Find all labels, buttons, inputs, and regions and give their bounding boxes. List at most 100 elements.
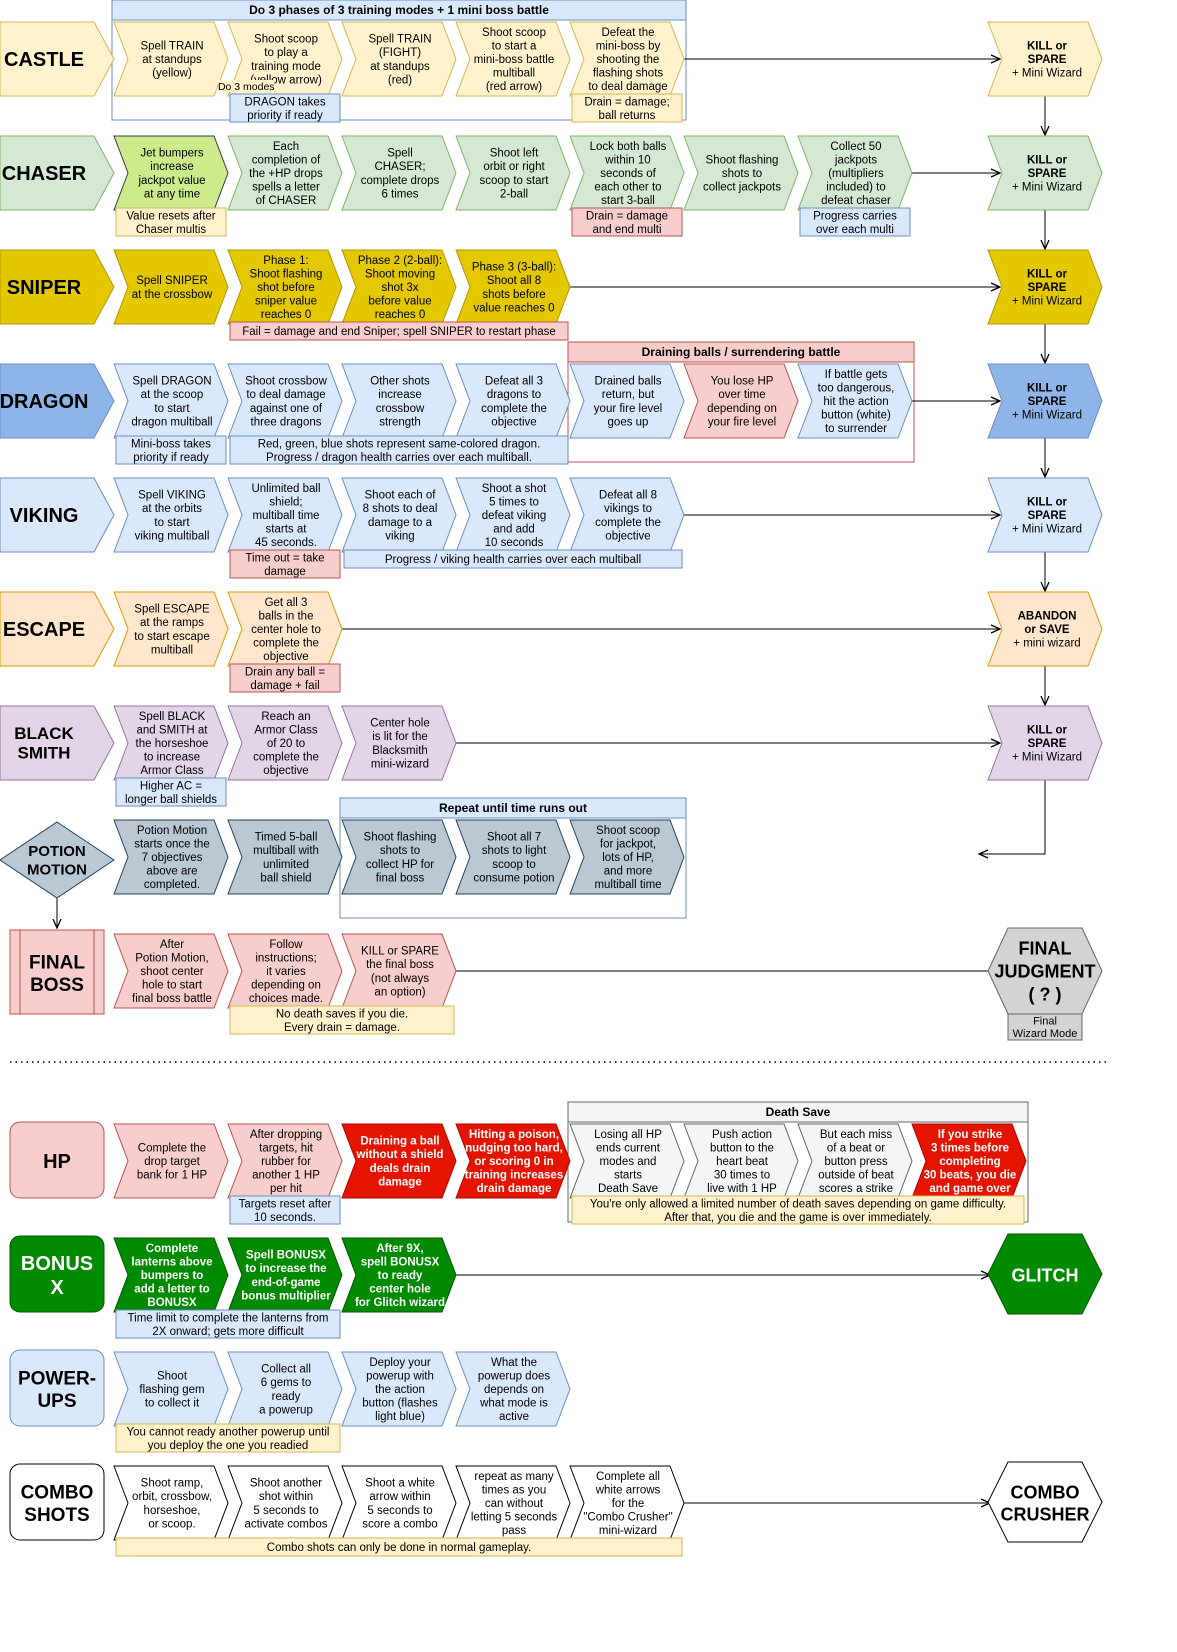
group-header [339,797,687,819]
text-line: VIKING [10,505,79,527]
text-line: active [499,1411,529,1423]
text-line: too dangerous, [818,382,895,394]
text-line: mini-wizard [371,758,429,770]
text-line: After 9X, [376,1243,423,1255]
text-line: Chaser multis [136,224,207,236]
text-line: against one of [250,403,323,415]
text-line: for jackpot, [600,838,656,850]
text-line: horseshoe, [144,1505,201,1517]
text-line: reaches 0 [261,309,312,321]
text-line: complete the [253,638,319,650]
text-line: longer ball shields [125,794,217,806]
text-line: KILL or [1027,40,1068,52]
text-line: Progress carries [813,210,897,222]
text-line: training mode [251,61,321,73]
return-arrow [979,780,1046,854]
text-line: Fail = damage and end Sniper; spell SNIP… [242,326,556,338]
text-line: to start a [492,40,537,52]
note-box [229,549,341,579]
text-line: SPARE [1028,282,1067,294]
text-line: Time out = take [245,552,324,564]
text-line: white arrows [595,1484,661,1496]
text-line: viking [385,530,414,542]
text-line: Other shots [370,376,430,388]
text-line: Red, green, blue shots represent same-co… [258,438,541,450]
end-glitch [987,1233,1103,1315]
text-line: Push action [712,1129,772,1141]
text-line: 6 times [381,188,418,200]
text-line: above are [146,866,197,878]
text-line: Armor Class [254,724,318,736]
text-line: ESCAPE [3,619,85,641]
text-line: reaches 0 [375,309,426,321]
text-line: DRAGON takes [244,96,325,108]
text-line: to play a [264,47,308,59]
text-line: and game over [929,1183,1011,1195]
text-line: score a combo [362,1518,437,1530]
text-line: Defeat all 8 [599,490,657,502]
text-line: multiball [151,644,193,656]
text-line: objective [605,530,650,542]
text-line: the final boss [366,959,434,971]
group-title: Do 3 phases of 3 training modes + 1 mini… [249,3,549,17]
text-line: shot within [259,1491,313,1503]
text-line: complete the [595,517,661,529]
text-line: at standups [142,54,202,66]
text-line: over time [718,389,765,401]
text-line: KILL or [1027,382,1068,394]
text-line: to deal damage [246,389,325,401]
text-line: or scoring 0 in [474,1156,553,1168]
text-line: center hole [369,1284,430,1296]
text-line: shots to [722,168,762,180]
text-line: (multipliers [828,168,884,180]
text-line: training increases [465,1170,563,1182]
text-line: Shoot another [250,1478,322,1490]
text-line: damage + fail [250,680,319,692]
end-combo-crusher [987,1461,1103,1543]
note-box [115,1423,341,1453]
text-line: and more [604,866,653,878]
text-line: the action [375,1384,425,1396]
text-line: 6 gems to [261,1377,312,1389]
text-line: SNIPER [7,277,82,299]
text-line: button (flashes [362,1398,438,1410]
text-line: powerup does [478,1370,550,1382]
text-line: ready [272,1391,301,1403]
step-escape-1 [113,591,229,667]
text-line: dragon multiball [131,416,212,428]
step-power-ups-4 [455,1351,571,1427]
step-potion-motion-1 [113,819,229,895]
text-line: 7 objectives [142,852,203,864]
text-line: HP [43,1151,71,1173]
text-line: depending on [251,980,321,992]
text-line: your fire level [708,416,776,428]
note-box [229,1195,341,1225]
step-bonus-x-3 [341,1237,457,1313]
mode-title-shape [9,929,105,1015]
text-line: lots of HP, [602,852,654,864]
text-line: to start [154,517,190,529]
step-text: Hitting a poison,nudging too hard,or sco… [465,1129,563,1195]
text-line: increase [150,161,193,173]
text-line: 5 seconds to [367,1505,432,1517]
text-line: CASTLE [4,49,84,71]
text-line: multiball time [252,510,319,522]
text-line: Defeat all 3 [485,376,543,388]
